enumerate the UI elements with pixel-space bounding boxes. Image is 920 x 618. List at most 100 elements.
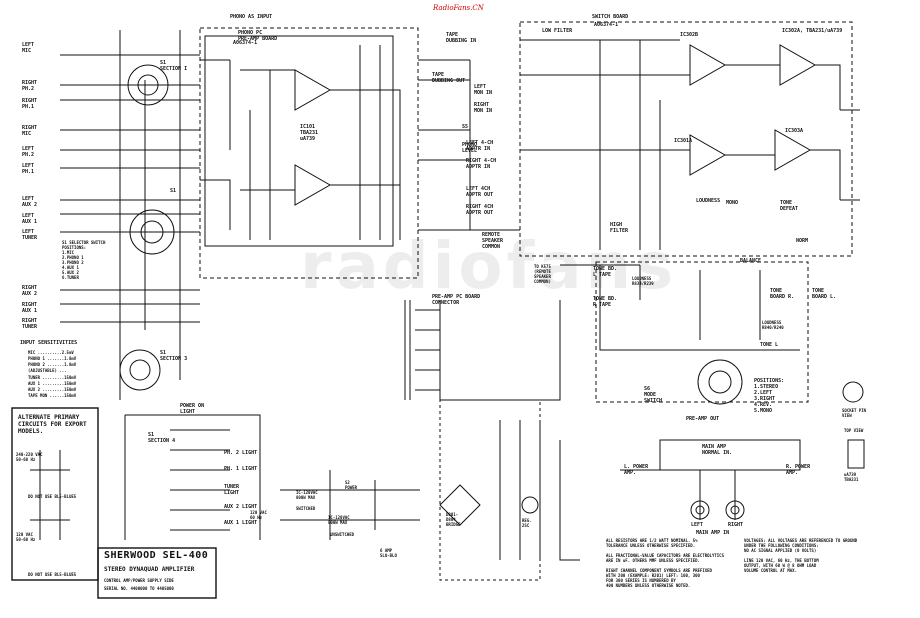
title-line-1: CONTROL AMP/POWER SUPPLY SIDE	[104, 578, 174, 583]
chip-number-2: A06374-1	[594, 22, 619, 28]
right-tuner-label: RIGHT TUNER	[22, 318, 38, 330]
unswitched-label: UNSWITCHED	[330, 532, 355, 537]
switch-board-label: SWITCH BOARD	[592, 14, 629, 20]
tape-dubbing-out: TAPE DUBBING OUT	[432, 72, 466, 84]
brand-title: SHERWOOD SEL-400	[104, 550, 209, 561]
balance-label: BALANCE	[740, 258, 762, 264]
phono-level-label: PHONO LEVEL	[462, 142, 478, 154]
brand-subtitle: STEREO DYNAQUAD AMPLIFIER	[104, 566, 195, 573]
chip-number-1: A06374-1	[233, 40, 258, 46]
tone-board-r: TONE BOARD R.	[770, 288, 795, 300]
loudness-l-label: LOUDNESS R834/R239	[632, 276, 654, 286]
jack-left-label: LEFT	[691, 522, 704, 528]
high-filter-label: HIGH FILTER	[610, 222, 629, 234]
right-4ch-out: RIGHT 4CH ADPTR OUT	[466, 204, 494, 216]
tape-pinout-label: TOP VIEW	[844, 428, 864, 433]
sensitivity-row: TAPE MON ......150mV	[28, 393, 77, 398]
export-voltage-2: 120 VAC 50-60 Hz	[16, 532, 36, 542]
right-aux1-label: RIGHT AUX 1	[22, 302, 38, 314]
right-ph1-label: RIGHT PH.1	[22, 98, 38, 110]
s5-label: S5	[462, 124, 469, 130]
s1-section3-label: S1 SECTION 3	[160, 350, 188, 362]
left-aux1-label: LEFT AUX 1	[22, 213, 38, 225]
phono-pcb-label: PHONO PC PRE-AMP BOARD	[238, 30, 278, 42]
right-ph2-label: RIGHT PH.2	[22, 80, 38, 92]
tone-bd-r: TONE BD. R TAPE	[593, 296, 618, 308]
sensitivity-row: AUX 1 .........150mV	[28, 381, 77, 386]
bridge-label: D801- D804 BRIDGE	[446, 512, 461, 527]
export-note-2: DO NOT USE BL5-BLUE5	[28, 572, 77, 577]
right-mic-label: RIGHT MIC	[22, 125, 38, 137]
selector-positions: S1 SELECTOR SWITCH POSITIONS: 1.MIC 2.PH…	[62, 240, 106, 280]
fuse-label: 6 AMP SLO-BLO	[380, 548, 397, 558]
export-note-1: DO NOT USE BL5-BLUE5	[28, 494, 77, 499]
loudness-label: LOUDNESS	[696, 198, 721, 204]
ac-rating-1: IC-120VAC 800W MAX	[296, 490, 318, 500]
notes-left: ALL RESISTORS ARE 1/2 WATT NOMINAL. 5% T…	[606, 538, 725, 588]
left-ph2-label: LEFT PH.2	[22, 146, 35, 158]
switched-label: SWITCHED	[296, 506, 316, 511]
loudness-r-label: LOUDNESS R840/R240	[762, 320, 784, 330]
socket-pin-view: SOCKET PIN VIEW	[842, 408, 867, 418]
tone-bd-l: TONE BD. L TAPE	[593, 266, 618, 278]
ph1-light: PH. 1 LIGHT	[224, 466, 258, 472]
mono-label: MONO	[726, 200, 739, 206]
left-ph1-label: LEFT PH.1	[22, 163, 35, 175]
right-aux2-label: RIGHT AUX 2	[22, 285, 38, 297]
title-line-2: SERIAL NO. 4400000 TO 4405000	[104, 586, 174, 591]
tone-l-label: TONE L	[760, 342, 779, 348]
left-aux2-label: LEFT AUX 2	[22, 196, 38, 208]
sensitivity-row: AUX 2 .........150mV	[28, 387, 77, 392]
main-amp-in-label: MAIN AMP IN	[696, 530, 730, 536]
preamp-connector-label: PRE-AMP PC BOARD CONNECTOR	[432, 294, 481, 306]
pre-amp-out-label: PRE-AMP OUT	[686, 416, 720, 422]
tone-board-l: TONE BOARD L.	[812, 288, 837, 300]
ua739-label: uA739 TBA231	[844, 472, 859, 482]
sensitivity-row: MIC ..........2.5mV	[28, 350, 74, 355]
left-4ch-in: LEFT 4-CH ADPTR IN	[466, 140, 494, 152]
mode-positions: POSITIONS: 1.STEREO 2.LEFT 3.RIGHT 4.REV…	[754, 378, 785, 414]
ic302-label: IC302A, TBA231/uA739	[782, 28, 843, 34]
s2-power-label: S2 POWER	[345, 480, 358, 490]
tone-defeat-label: TONE DEFEAT	[780, 200, 799, 212]
l-power-amp: L. POWER AMP.	[624, 464, 649, 476]
remote-note: TO K575 (REMOTE SPEAKER COMMON)	[534, 264, 551, 284]
ic301-label: IC301A	[674, 138, 693, 144]
watermark: radiofans	[300, 230, 678, 304]
jack-right-label: RIGHT	[728, 522, 744, 528]
ph2-light: PH. 2 LIGHT	[224, 450, 258, 456]
mode-switch-label: S6 MODE SWITCH	[644, 386, 663, 404]
s1-section4-label: S1 SECTION 4	[148, 432, 176, 444]
right-mon-in: RIGHT MON IN	[474, 102, 493, 114]
phono-label: PHONO AS INPUT	[230, 14, 273, 20]
tape-dubbing-in: TAPE DUBBING IN	[446, 32, 477, 44]
regulator-label: REG. 2SC	[522, 518, 532, 528]
export-text: ALTERNATE PRIMARY CIRCUITS FOR EXPORT MO…	[18, 414, 87, 435]
left-mic-label: LEFT MIC	[22, 42, 35, 54]
notes-right: VOLTAGES: ALL VOLTAGES ARE REFERENCED TO…	[744, 538, 858, 573]
sensitivity-row: PHONO 2 .......1.8mV	[28, 362, 77, 367]
r-power-amp: R. POWER AMP.	[786, 464, 811, 476]
sensitivity-row: TUNER .........150mV	[28, 375, 77, 380]
site-stamp: RadioFans.CN	[433, 4, 484, 12]
low-filter-label: LOW FILTER	[542, 28, 573, 34]
export-voltage-1: 240-220 VAC 50-60 Hz	[16, 452, 43, 462]
ac-rating-2: IC-120VAC 800W MAX	[328, 515, 350, 525]
s1-label: S1	[170, 188, 177, 194]
left-mon-in: LEFT MON IN	[474, 84, 493, 96]
left-4ch-out: LEFT 4CH ADPTR OUT	[466, 186, 494, 198]
line-voltage: 120 VAC 60 Hz	[250, 510, 267, 520]
ic101-label: IC101 TBA231 uA739	[300, 124, 319, 142]
aux1-light: AUX 1 LIGHT	[224, 520, 258, 526]
ic303-label: IC303A	[785, 128, 804, 134]
main-amp-label: MAIN AMP NORMAL IN.	[702, 444, 733, 456]
sensitivity-row: PHONO 1 .......1.8mV	[28, 356, 77, 361]
norm-label: NORM	[796, 238, 809, 244]
left-tuner-label: LEFT TUNER	[22, 229, 38, 241]
right-4ch-in: RIGHT 4-CH ADPTR IN	[466, 158, 497, 170]
aux2-light: AUX 2 LIGHT	[224, 504, 258, 510]
ic302b-label: IC302B	[680, 32, 699, 38]
remote-speaker: REMOTE SPEAKER COMMON	[482, 232, 504, 250]
sensitivity-title: INPUT SENSITIVITIES	[20, 340, 78, 346]
sensitivity-row: (ADJUSTABLE) ...	[28, 368, 67, 373]
